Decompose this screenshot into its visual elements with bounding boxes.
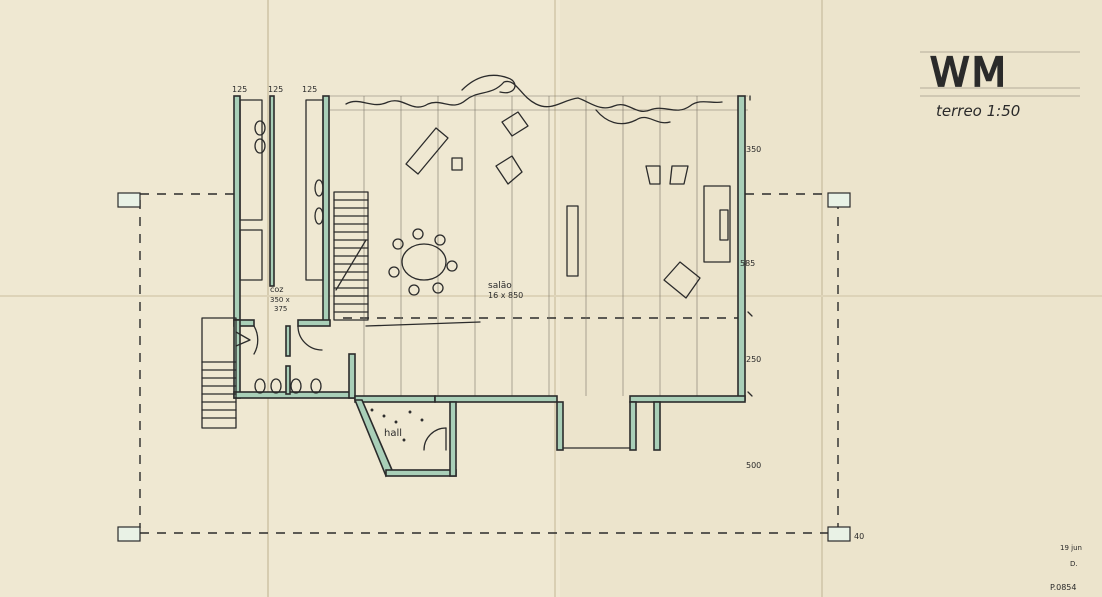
- garden-planting: [345, 74, 723, 125]
- dimension-labels: 125 125 125 350 585 250 500 40: [232, 85, 864, 541]
- dim-top-1: 125: [232, 85, 247, 94]
- corner-pier: [827, 526, 851, 542]
- staircase-main: [333, 191, 369, 321]
- kitchen-fixtures: [239, 99, 324, 281]
- corner-pier: [827, 192, 851, 208]
- kitchen-dim-2: 375: [274, 305, 287, 313]
- margin-note-1: 19 jun: [1060, 544, 1082, 552]
- salon-furniture: [365, 111, 731, 327]
- staircase-side: [201, 317, 251, 429]
- kitchen-dim-1: 350 x: [270, 296, 290, 304]
- dim-right-3: 250: [746, 355, 761, 364]
- corner-pier: [117, 526, 141, 542]
- margin-note-2: D.: [1070, 560, 1078, 568]
- monogram-wm: WM: [930, 50, 1008, 96]
- kitchen-label: coz: [270, 285, 284, 294]
- dim-right-4: 500: [746, 461, 761, 470]
- room-labels: coz 350 x 375 salão 16 x 850 hall: [270, 281, 523, 439]
- dim-top-3: 125: [302, 85, 317, 94]
- margin-notes: 19 jun D. P.0854: [1050, 544, 1082, 592]
- floor-label: terreo 1:50: [936, 102, 1020, 120]
- dim-corner: 40: [854, 532, 864, 541]
- dining-table: [401, 243, 447, 281]
- lot-outline: [117, 192, 851, 542]
- dim-right-2: 585: [740, 259, 755, 268]
- salon-label: salão: [488, 281, 512, 291]
- salon-dim: 16 x 850: [488, 291, 523, 300]
- corner-pier: [117, 192, 141, 208]
- walls: [233, 95, 746, 478]
- archive-stamp: P.0854: [1050, 583, 1076, 592]
- bathroom-fixtures: [253, 325, 323, 394]
- dim-top-2: 125: [268, 85, 283, 94]
- hall-entry: [370, 408, 447, 451]
- hall-label: hall: [384, 428, 402, 439]
- dim-right-1: 350: [746, 145, 761, 154]
- title-block: WM terreo 1:50: [920, 49, 1080, 120]
